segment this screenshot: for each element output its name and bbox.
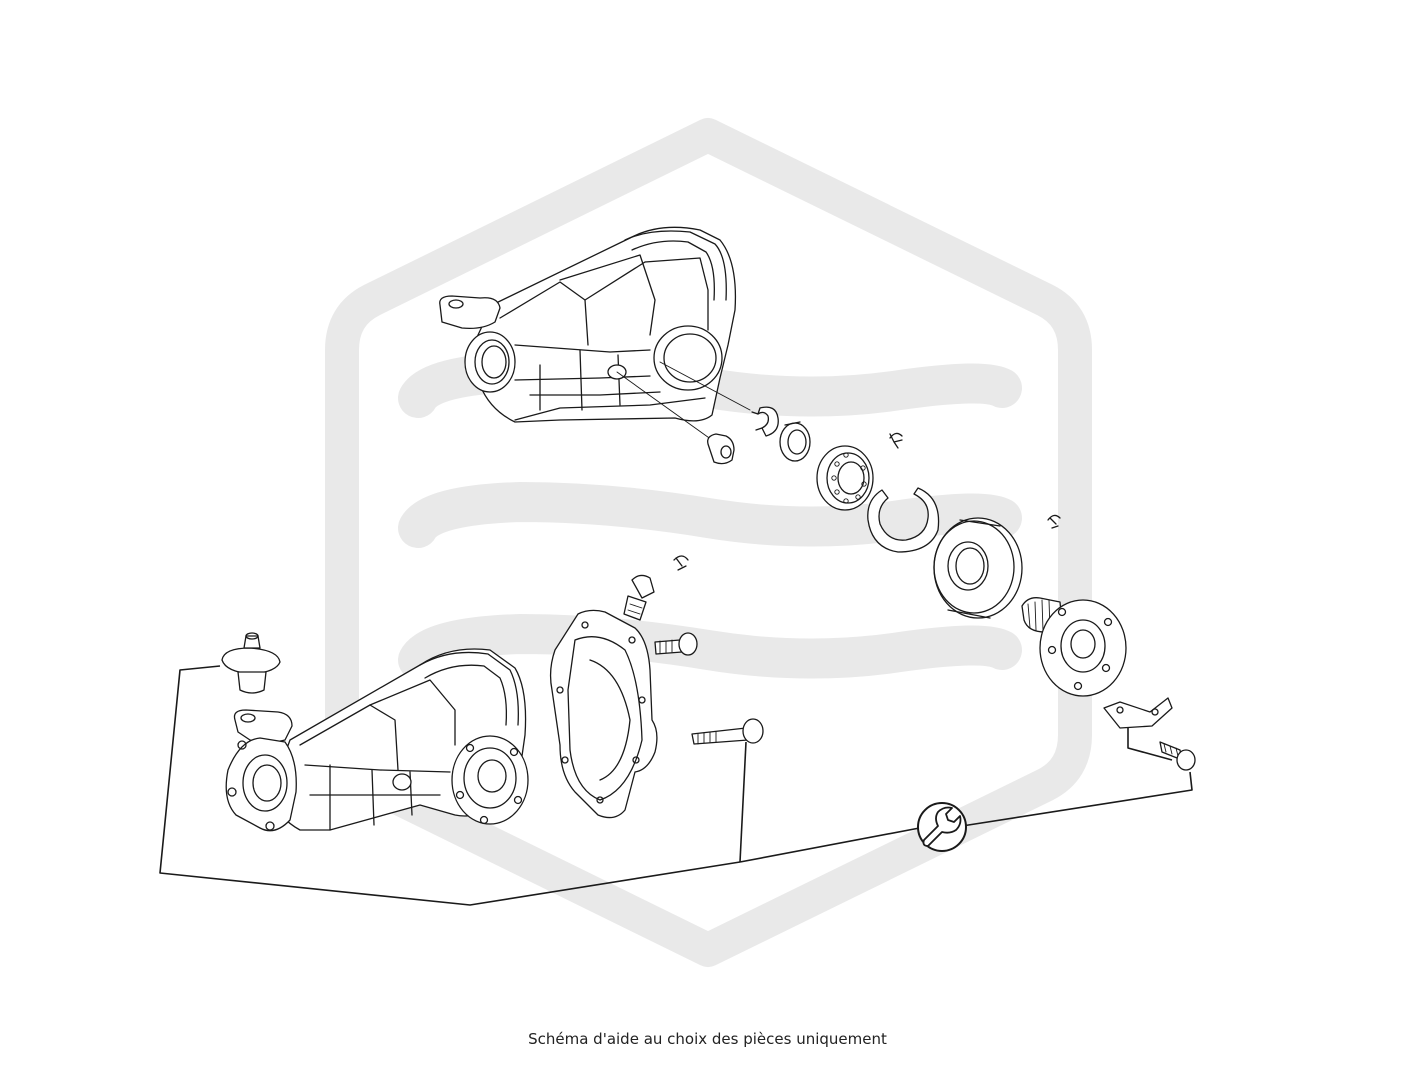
- flange-bolt: [1159, 741, 1196, 771]
- bracket-leader-lines: [159, 665, 1193, 906]
- rubber-mount: [221, 632, 281, 694]
- circlip-mid: [673, 555, 689, 571]
- long-bolt: [691, 718, 764, 745]
- locking-plate: [1103, 697, 1173, 729]
- circlip-small: [889, 432, 903, 449]
- breather-plug: [707, 433, 735, 465]
- oil-seal: [933, 517, 1023, 619]
- ball-bearing: [816, 445, 874, 511]
- diagram-caption: Schéma d'aide au choix des pièces unique…: [528, 1030, 887, 1048]
- snap-ring: [867, 487, 940, 553]
- drain-plug: [623, 574, 655, 621]
- retaining-clip: [751, 406, 779, 437]
- seal-washer: [779, 421, 811, 462]
- differential-housing-upper: [439, 226, 751, 441]
- output-flange: [1021, 597, 1127, 697]
- cover-bolt: [654, 632, 698, 656]
- rear-cover: [549, 609, 658, 819]
- wrench-icon[interactable]: [917, 802, 967, 852]
- circlip-right: [1047, 514, 1061, 529]
- differential-assembly-lower: [221, 632, 529, 832]
